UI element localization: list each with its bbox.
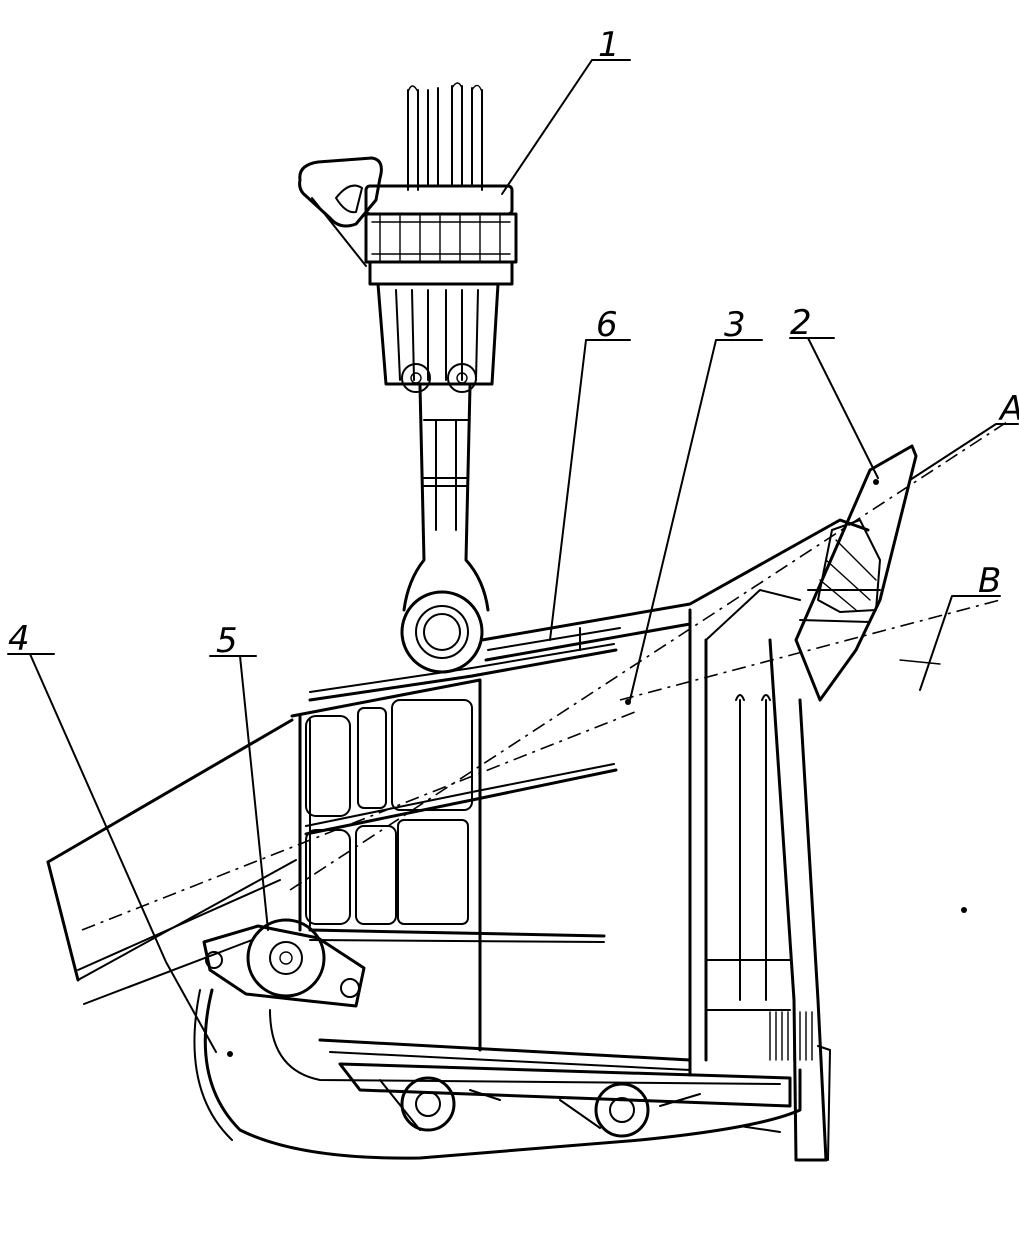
label-1: 1 [598, 25, 620, 65]
part-labels: 1 6 3 2 A B 4 5 [8, 25, 1019, 661]
upper-head-assembly [298, 82, 518, 393]
leader-lines [7, 59, 1019, 1053]
label-5: 5 [216, 621, 238, 661]
label-a: A [998, 389, 1019, 429]
tip-head [794, 444, 918, 702]
pivot-roller [202, 918, 366, 1008]
label-b: B [978, 561, 1001, 601]
connecting-rod [400, 384, 490, 674]
left-chute [46, 709, 641, 1005]
main-frame [290, 518, 870, 1162]
label-2: 2 [790, 303, 812, 343]
axis-lines [289, 419, 1011, 891]
label-4: 4 [8, 619, 30, 659]
reference-dots [227, 479, 967, 1057]
label-3: 3 [724, 305, 746, 345]
base-carriage [193, 988, 802, 1160]
label-6: 6 [596, 305, 618, 345]
